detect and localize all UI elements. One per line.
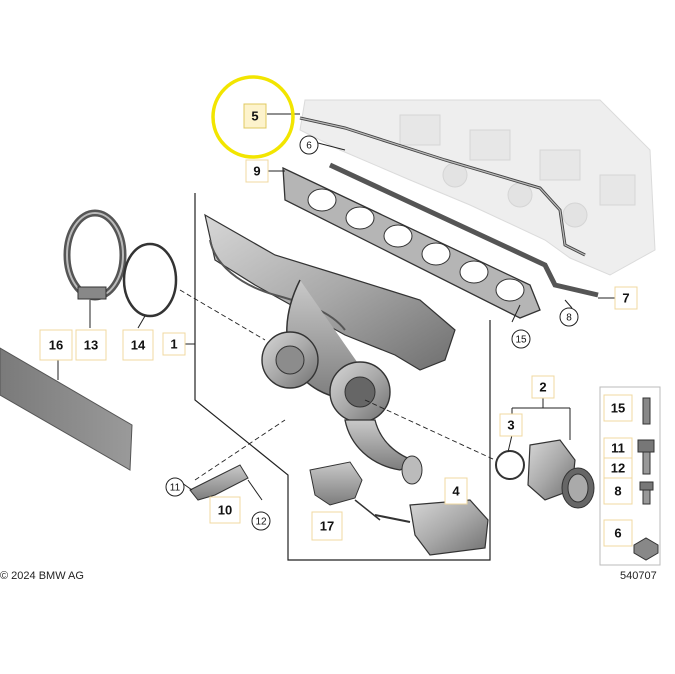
group-bracket-part-1 <box>194 193 491 561</box>
flange-part-2 <box>495 439 595 509</box>
part-label-7[interactable]: 7 <box>614 286 638 310</box>
part-label-box <box>311 511 343 541</box>
part-label-box <box>209 496 241 524</box>
part-label-number: 6 <box>306 141 312 152</box>
part-label-circle <box>559 307 579 327</box>
part-label-box <box>39 329 73 361</box>
part-label-box <box>444 477 468 505</box>
part-label-4[interactable]: 4 <box>444 477 468 505</box>
highlight-circle <box>211 75 295 159</box>
part-label-box <box>531 375 555 399</box>
part-label-box <box>243 103 267 129</box>
part-label-5[interactable]: 5 <box>243 103 267 129</box>
part-label-circle <box>511 329 531 349</box>
part-label-1[interactable]: 1 <box>162 332 186 356</box>
part-label-number: 8 <box>614 484 621 499</box>
part-label-number: 11 <box>611 441 625 456</box>
part-label-number: 7 <box>622 291 629 306</box>
part-label-15[interactable]: 15 <box>603 394 633 422</box>
part-label-number: 15 <box>515 335 527 346</box>
part-label-8[interactable]: 8 <box>559 307 579 327</box>
part-label-11[interactable]: 11 <box>165 477 185 497</box>
part-label-3[interactable]: 3 <box>499 413 523 437</box>
part-label-13[interactable]: 13 <box>75 329 107 361</box>
clamp-part-13 <box>63 209 127 301</box>
part-label-14[interactable]: 14 <box>122 329 154 361</box>
gasket-strip-part-6 <box>299 116 586 257</box>
part-label-number: 15 <box>611 401 625 416</box>
part-label-number: 14 <box>131 338 146 353</box>
part-label-number: 16 <box>49 338 63 353</box>
part-label-box <box>603 394 633 422</box>
part-label-box <box>499 413 523 437</box>
part-label-12[interactable]: 12 <box>251 511 271 531</box>
part-label-16[interactable]: 16 <box>39 329 73 361</box>
part-label-number: 11 <box>170 483 181 494</box>
part-label-number: 12 <box>255 517 267 528</box>
part-label-2[interactable]: 2 <box>531 375 555 399</box>
part-label-6[interactable]: 6 <box>603 519 633 547</box>
part-label-8[interactable]: 8 <box>603 477 633 505</box>
part-label-box <box>603 477 633 505</box>
hardware-icons <box>633 397 659 561</box>
seal-ring-part-14 <box>122 242 178 318</box>
part-label-box <box>75 329 107 361</box>
part-label-number: 4 <box>452 484 460 499</box>
part-label-number: 13 <box>84 338 98 353</box>
part-label-circle <box>251 511 271 531</box>
part-label-17[interactable]: 17 <box>311 511 343 541</box>
part-label-circle <box>299 135 319 155</box>
part-label-9[interactable]: 9 <box>245 159 269 183</box>
part-label-6[interactable]: 6 <box>299 135 319 155</box>
part-label-number: 2 <box>539 380 546 395</box>
part-label-15[interactable]: 15 <box>511 329 531 349</box>
part-label-10[interactable]: 10 <box>209 496 241 524</box>
part-label-box <box>245 159 269 183</box>
part-label-box <box>122 329 154 361</box>
bracket-part-10 <box>189 464 249 501</box>
part-label-box <box>162 332 186 356</box>
part-label-number: 17 <box>320 519 334 534</box>
part-label-12[interactable]: 12 <box>603 457 633 479</box>
part-label-box <box>603 519 633 547</box>
head-rail <box>328 162 599 298</box>
part-label-11[interactable]: 11 <box>603 437 633 459</box>
part-label-box <box>614 286 638 310</box>
part-label-number: 3 <box>507 418 514 433</box>
insulation-strip-part-16 <box>0 347 133 471</box>
manifold-gasket-part-9 <box>282 166 541 319</box>
part-label-number: 1 <box>170 337 177 352</box>
part-label-number: 10 <box>218 503 232 518</box>
part-label-number: 6 <box>614 526 621 541</box>
turbocharger-illustration <box>204 213 456 485</box>
cylinder-head-illustration <box>299 99 656 276</box>
diagram-id: 540707 <box>620 570 657 582</box>
actuator-part-4 <box>374 499 489 556</box>
part-label-number: 8 <box>566 313 572 324</box>
copyright-text: © 2024 BMW AG <box>0 570 84 582</box>
heat-shield-part-17 <box>309 461 381 521</box>
part-label-circle <box>165 477 185 497</box>
dashed-assembly-lines <box>179 289 496 481</box>
part-label-number: 5 <box>251 109 258 124</box>
part-label-number: 12 <box>611 461 625 476</box>
part-label-number: 9 <box>253 164 260 179</box>
